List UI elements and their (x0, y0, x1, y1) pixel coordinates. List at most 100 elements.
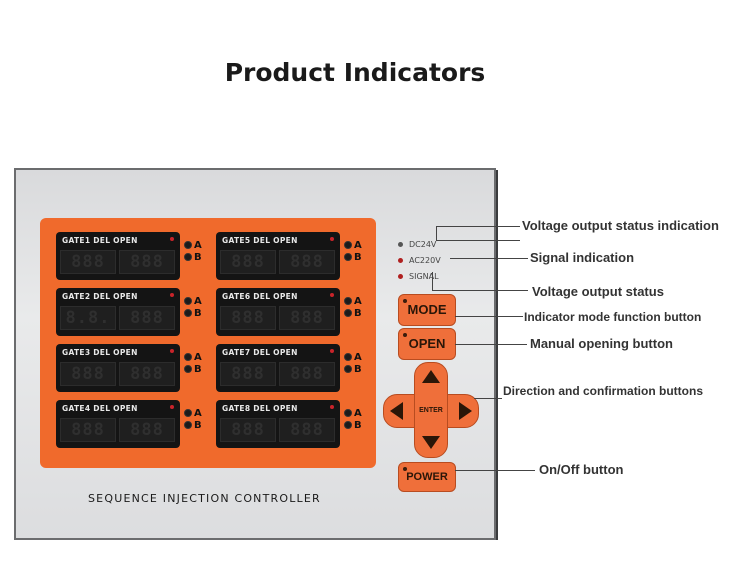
gate1-display: GATE1 DEL OPEN 888 888 (56, 232, 180, 280)
callout-power-button: On/Off button (539, 462, 624, 477)
mode-button[interactable]: MODE (398, 294, 456, 326)
gate-status-led (330, 349, 334, 353)
gate-del-readout: 888 (60, 418, 116, 442)
gate-open-readout: 888 (119, 250, 175, 274)
b-led-icon (184, 365, 192, 373)
b-led-icon (184, 253, 192, 261)
gate-del-readout: 888 (220, 306, 276, 330)
gate-open-readout: 888 (279, 306, 335, 330)
open-led-icon (403, 333, 407, 337)
gate-label: GATE1 DEL OPEN (62, 236, 138, 245)
a-led-icon (184, 241, 192, 249)
a-led-icon (344, 241, 352, 249)
gate-open-readout: 888 (119, 418, 175, 442)
b-led-icon (344, 253, 352, 261)
gate-label: GATE6 DEL OPEN (222, 292, 298, 301)
callout-line-power (455, 470, 535, 471)
down-arrow-button[interactable] (422, 436, 440, 449)
a-label: A (354, 352, 362, 363)
callout-direction-buttons: Direction and confirmation buttons (503, 384, 703, 398)
gate-del-readout: 888 (220, 418, 276, 442)
gate-open-readout: 888 (279, 362, 335, 386)
gate4-ab-indicators: A B (184, 408, 202, 432)
callout-line-mode (455, 316, 523, 317)
power-button[interactable]: POWER (398, 462, 456, 492)
open-button[interactable]: OPEN (398, 328, 456, 360)
dc24v-label: DC24V (409, 240, 437, 249)
a-label: A (354, 408, 362, 419)
gate-status-led (170, 293, 174, 297)
gate-del-readout: 888 (220, 250, 276, 274)
gate-open-readout: 888 (279, 418, 335, 442)
device-model-label: SEQUENCE INJECTION CONTROLLER (88, 492, 321, 505)
mode-button-label: MODE (407, 302, 447, 317)
a-led-icon (184, 409, 192, 417)
up-arrow-button[interactable] (422, 370, 440, 383)
enter-button[interactable]: ENTER (419, 407, 443, 414)
gate-label: GATE5 DEL OPEN (222, 236, 298, 245)
gate2-ab-indicators: A B (184, 296, 202, 320)
a-led-icon (184, 353, 192, 361)
b-led-icon (344, 365, 352, 373)
gate3-display: GATE3 DEL OPEN 888 888 (56, 344, 180, 392)
b-led-icon (344, 421, 352, 429)
gate-open-readout: 888 (279, 250, 335, 274)
gate7-display: GATE7 DEL OPEN 888 888 (216, 344, 340, 392)
callout-line-direction (474, 398, 502, 399)
b-led-icon (344, 309, 352, 317)
gate-label: GATE8 DEL OPEN (222, 404, 298, 413)
gate3-ab-indicators: A B (184, 352, 202, 376)
b-label: B (354, 364, 362, 375)
a-label: A (194, 408, 202, 419)
gate1-ab-indicators: A B (184, 240, 202, 264)
callout-line-open (455, 344, 527, 345)
gate-del-readout: 888 (60, 362, 116, 386)
power-button-label: POWER (406, 471, 448, 483)
callout-line-voltage-status-v (432, 272, 433, 290)
left-arrow-button[interactable] (390, 402, 403, 420)
gate8-display: GATE8 DEL OPEN 888 888 (216, 400, 340, 448)
b-label: B (194, 420, 202, 431)
callout-open-button: Manual opening button (530, 336, 673, 351)
page-title: Product Indicators (224, 58, 486, 87)
gate6-ab-indicators: A B (344, 296, 362, 320)
gate-status-led (330, 293, 334, 297)
callout-voltage-status: Voltage output status (532, 284, 664, 299)
gate-del-readout: 888 (60, 250, 116, 274)
gate6-display: GATE6 DEL OPEN 888 888 (216, 288, 340, 336)
signal-led-icon (398, 274, 403, 279)
dc24v-status: DC24V (398, 240, 436, 249)
gate8-ab-indicators: A B (344, 408, 362, 432)
gate-status-led (330, 405, 334, 409)
callout-line-voltage-indication-v (436, 226, 437, 240)
a-led-icon (344, 353, 352, 361)
a-led-icon (184, 297, 192, 305)
a-label: A (354, 240, 362, 251)
callout-signal-indication: Signal indication (530, 250, 635, 265)
b-led-icon (184, 421, 192, 429)
dc24v-led-icon (398, 242, 403, 247)
gate-label: GATE2 DEL OPEN (62, 292, 138, 301)
gate-open-readout: 888 (119, 306, 175, 330)
open-button-label: OPEN (408, 336, 446, 351)
a-led-icon (344, 297, 352, 305)
callout-mode-button: Indicator mode function button (524, 310, 702, 324)
gate5-ab-indicators: A B (344, 240, 362, 264)
mode-led-icon (403, 299, 407, 303)
ac220v-label: AC220V (409, 256, 441, 265)
gate2-display: GATE2 DEL OPEN 8.8. 888 (56, 288, 180, 336)
gate-open-readout: 888 (119, 362, 175, 386)
right-arrow-button[interactable] (459, 402, 472, 420)
b-label: B (354, 420, 362, 431)
b-label: B (194, 308, 202, 319)
gate-del-readout: 8.8. (60, 306, 116, 330)
callout-line-voltage-status (432, 290, 528, 291)
gate-status-led (170, 237, 174, 241)
b-label: B (194, 364, 202, 375)
display-panel: GATE1 DEL OPEN 888 888 GATE2 DEL OPEN 8.… (40, 218, 376, 468)
a-led-icon (344, 409, 352, 417)
gate-label: GATE7 DEL OPEN (222, 348, 298, 357)
power-led-icon (403, 467, 407, 471)
gate4-display: GATE4 DEL OPEN 888 888 (56, 400, 180, 448)
signal-label: SIGNAL (409, 272, 439, 281)
